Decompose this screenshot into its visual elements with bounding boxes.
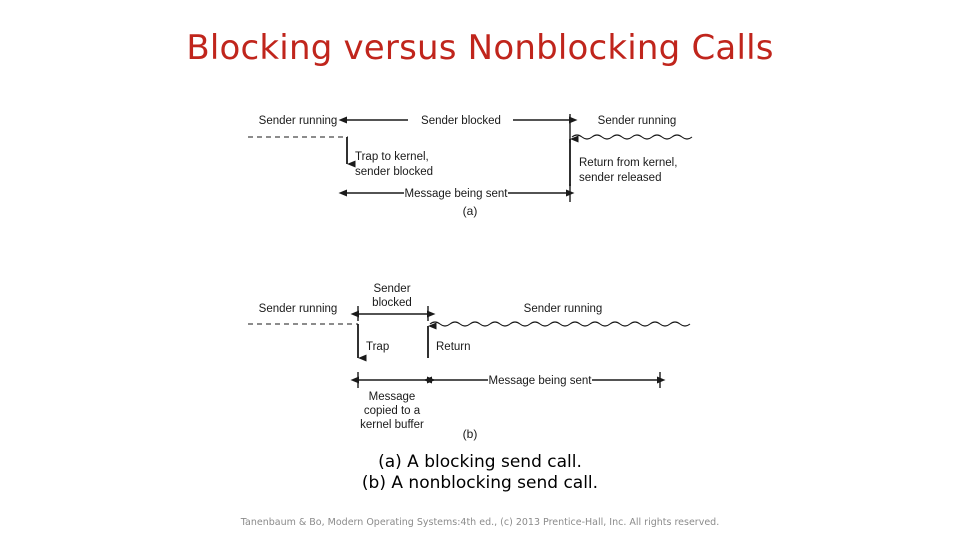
panel-a-trap-label-line1: Trap to kernel, — [355, 151, 429, 163]
panel-b-sender-running-left-label: Sender running — [259, 303, 338, 315]
panel-a-caption-label: (a) — [463, 204, 478, 218]
panel-b: Sender blocked Sender running Sender run… — [248, 283, 691, 441]
caption-line-b: (b) A nonblocking send call. — [361, 473, 599, 493]
panel-a-sender-blocked-label: Sender blocked — [421, 115, 501, 127]
figure-caption: (a) A blocking send call. (b) A nonblock… — [0, 452, 960, 494]
panel-b-sender-running-right-label: Sender running — [524, 303, 603, 315]
panel-a-trap-label-line2: sender blocked — [355, 166, 433, 178]
panel-b-message-copied-label-line1: Message — [369, 391, 416, 403]
panel-a-message-being-sent-label: Message being sent — [405, 188, 509, 200]
figure-blocking-nonblocking: Sender running Sender blocked Sender run… — [0, 96, 960, 446]
panel-b-running-line-right — [429, 321, 691, 327]
panel-a-sender-running-right-label: Sender running — [598, 115, 677, 127]
panel-b-caption-label: (b) — [463, 427, 478, 441]
panel-b-message-copied-label-line2: copied to a — [364, 405, 421, 417]
panel-b-message-being-sent-label: Message being sent — [489, 375, 593, 387]
panel-b-trap-label: Trap — [366, 341, 389, 353]
panel-b-return-label: Return — [436, 341, 471, 353]
copyright-footer: Tanenbaum & Bo, Modern Operating Systems… — [240, 517, 720, 528]
panel-b-sender-blocked-label-line1: Sender — [373, 283, 410, 295]
panel-a: Sender running Sender blocked Sender run… — [248, 114, 693, 218]
page-title: Blocking versus Nonblocking Calls — [186, 28, 774, 68]
panel-b-sender-blocked-label-line2: blocked — [372, 297, 412, 309]
panel-a-sender-running-left-label: Sender running — [259, 115, 338, 127]
panel-a-running-line-right — [571, 134, 693, 140]
panel-a-return-label-line1: Return from kernel, — [579, 157, 677, 169]
caption-line-a: (a) A blocking send call. — [378, 452, 582, 472]
panel-b-message-copied-label-line3: kernel buffer — [360, 419, 424, 431]
panel-a-return-label-line2: sender released — [579, 172, 661, 184]
figure-svg: Sender running Sender blocked Sender run… — [248, 114, 693, 441]
